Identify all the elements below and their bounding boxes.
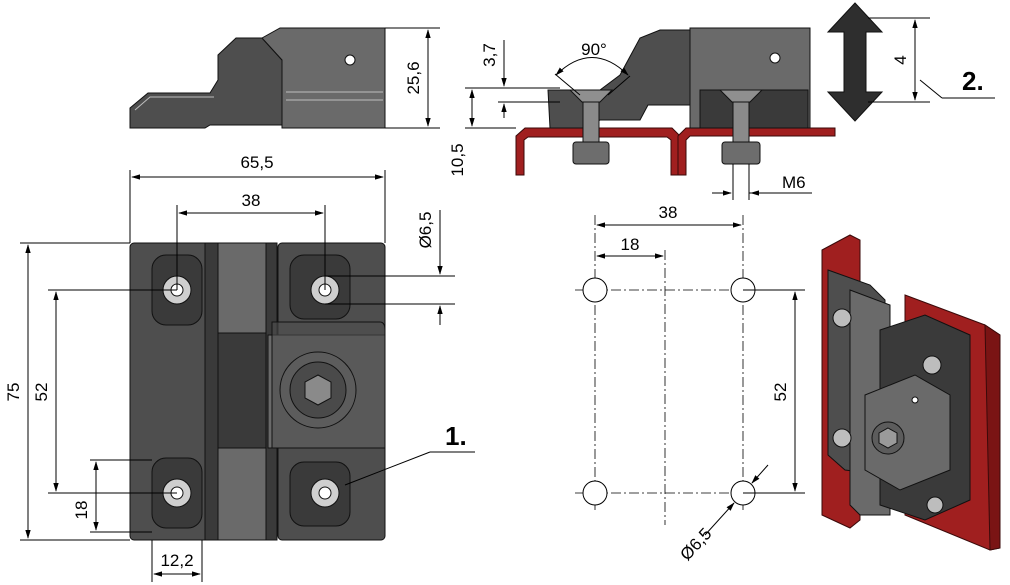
perspective-view [821,234,1001,551]
dim-drill-18: 18 [621,235,640,254]
callout-one: 1. [445,421,467,451]
dim-width-12-2: 12,2 [160,551,193,570]
dim-section-3-7: 3,7 [480,43,499,67]
dim-angle: 90° [581,40,607,59]
dim-height-total: 75 [4,383,23,402]
dim-offset-18: 18 [72,501,91,520]
dim-hole-spacing-52: 52 [32,383,51,402]
dim-drill-38: 38 [659,203,678,222]
dim-diameter-top: Ø6,5 [416,212,435,249]
dim-section-10-5: 10,5 [448,143,467,176]
side-view: 25,6 [129,27,440,129]
dim-drill-52: 52 [771,383,790,402]
dim-thread: M6 [782,173,806,192]
drilling-pattern: 38 18 52 Ø6,5 [575,203,805,564]
dim-height-side: 25,6 [404,61,423,94]
dim-hole-spacing-38: 38 [242,191,261,210]
front-view: 65,5 38 Ø6,5 75 52 18 12,2 1. [4,153,475,582]
dim-width-total: 65,5 [240,153,273,172]
section-view: 90° 3,7 10,5 M6 [448,27,836,200]
callout-two: 2. [962,66,984,96]
dim-adjust: 4 [891,55,910,64]
adjust-arrow: 4 2. [826,2,995,122]
